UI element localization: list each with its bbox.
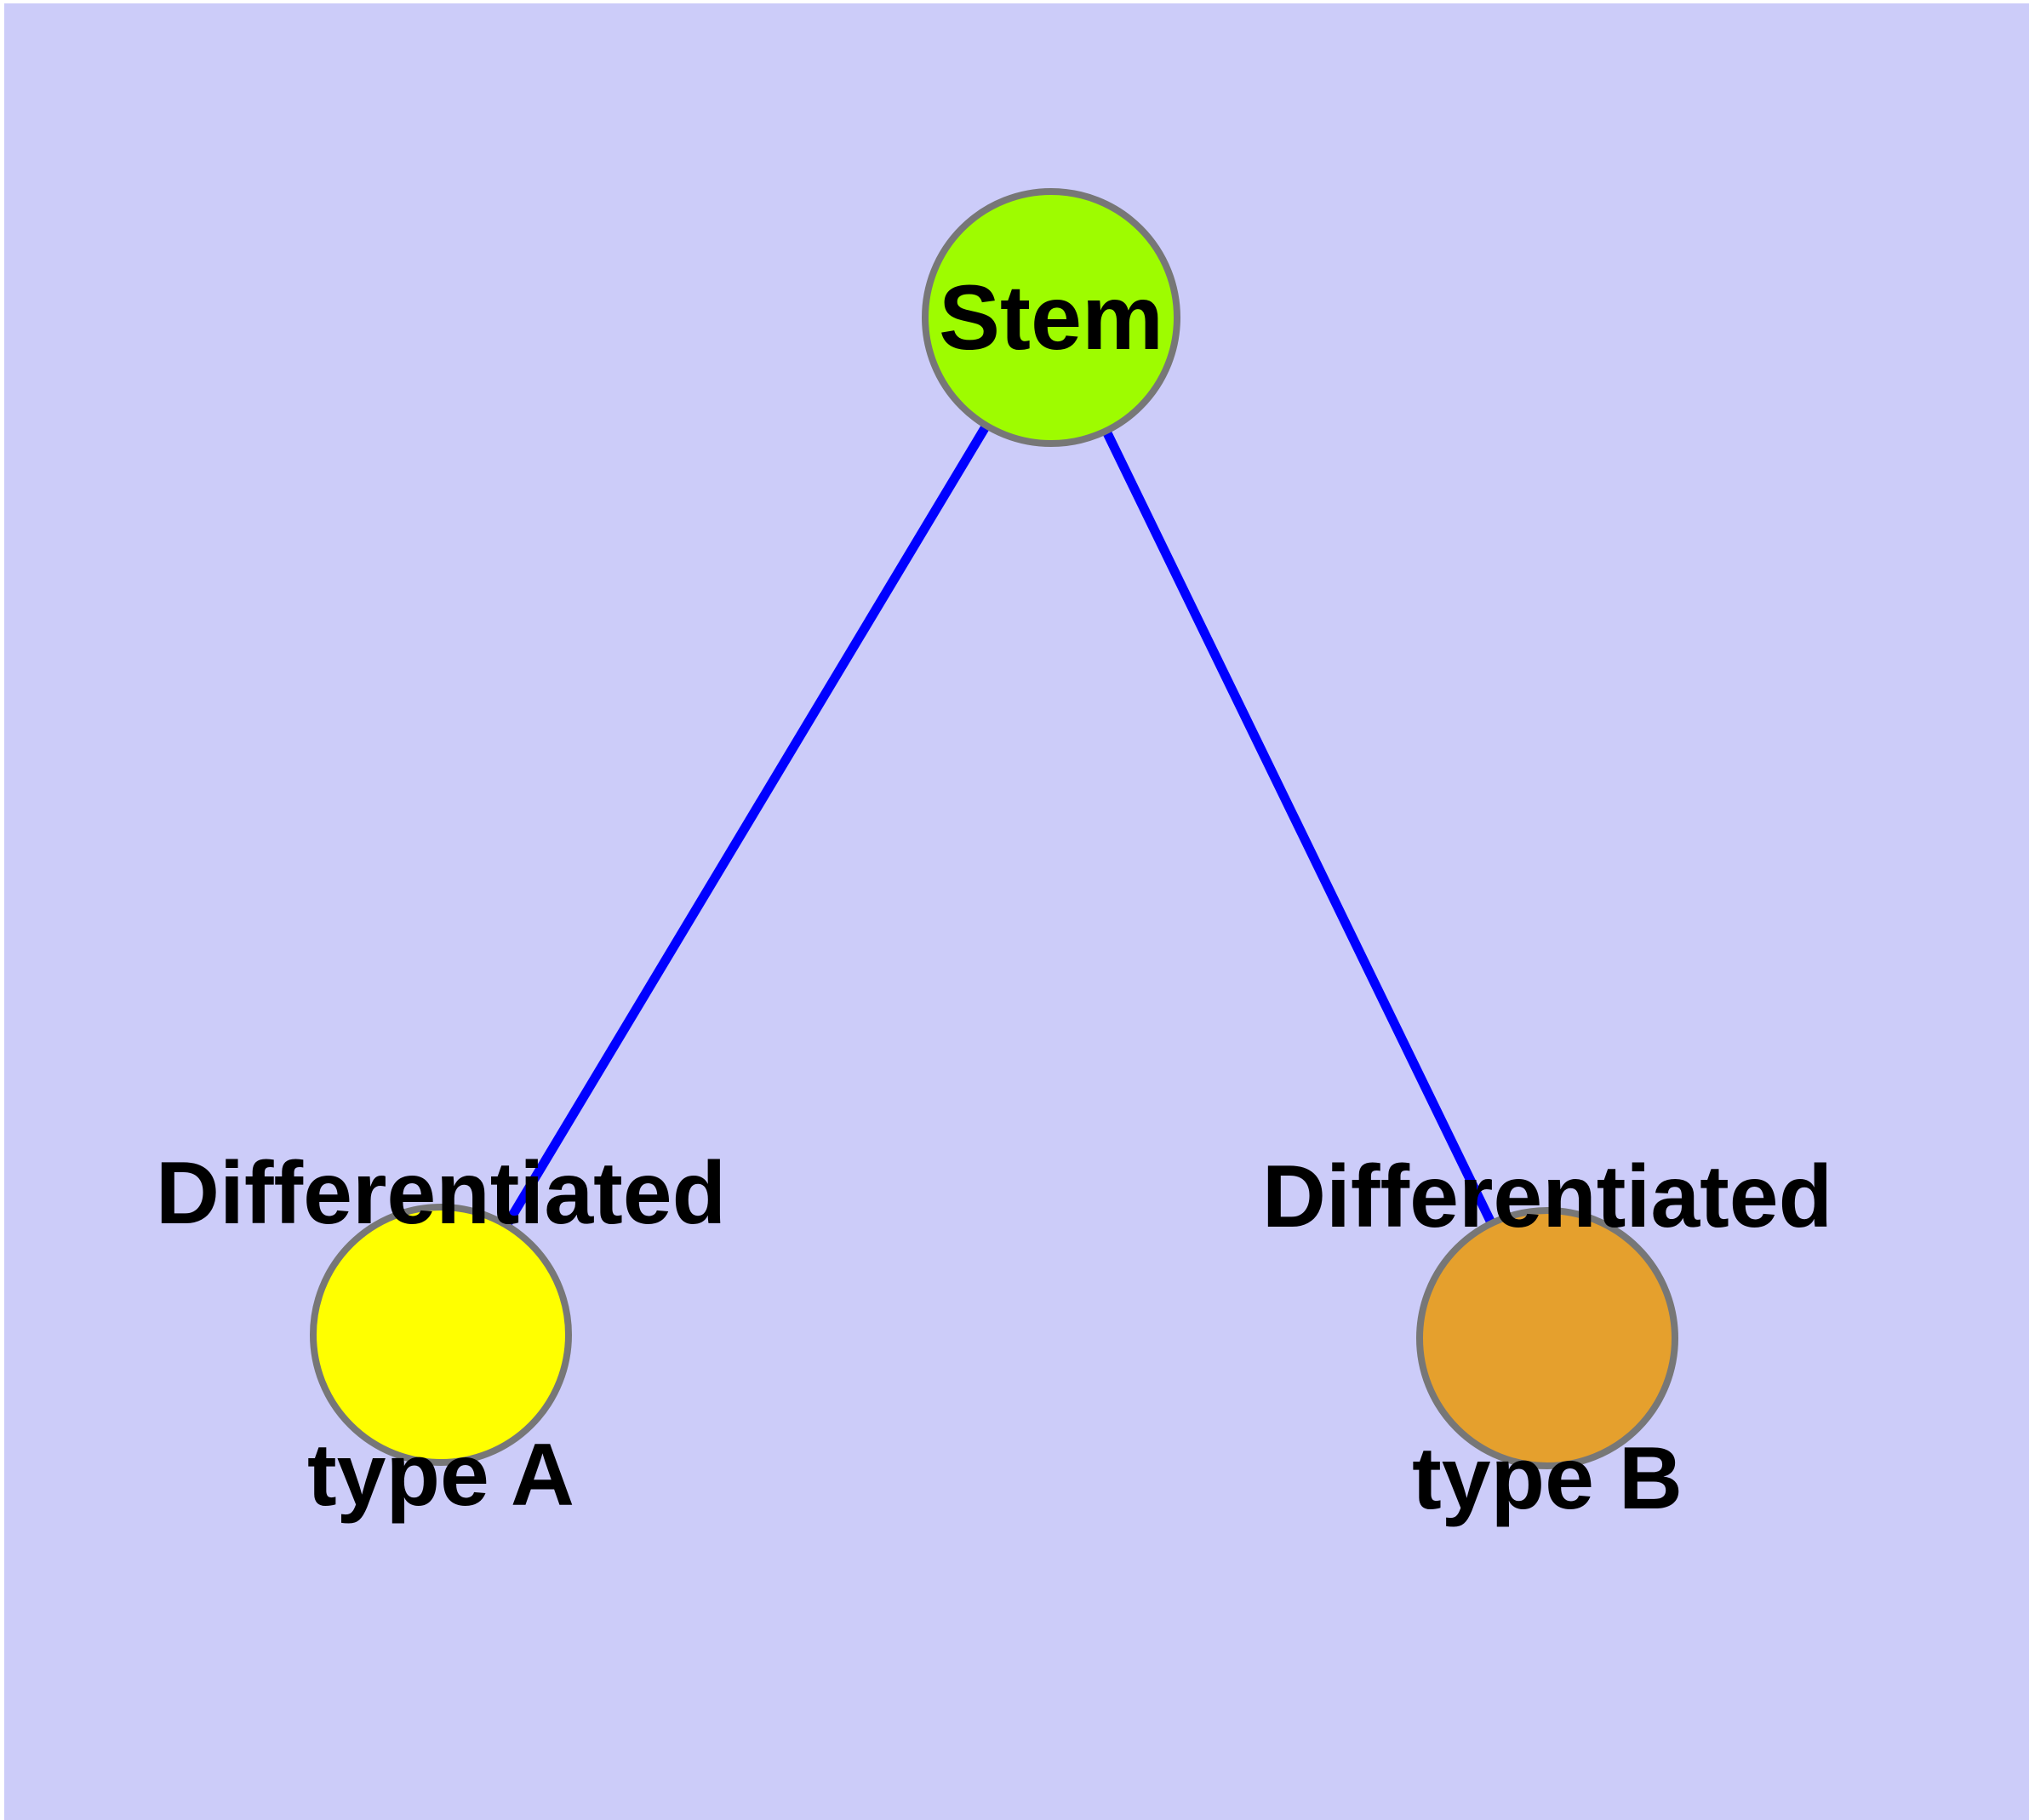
edge-stem-to-diff-a	[504, 425, 990, 1226]
node-stem[interactable]	[922, 188, 1180, 447]
node-group	[310, 188, 1678, 1469]
node-differentiated-type-b[interactable]	[1416, 1207, 1678, 1469]
node-differentiated-type-a[interactable]	[310, 1204, 572, 1466]
edge-stem-to-diff-b	[1103, 431, 1495, 1223]
edge-group	[504, 425, 1495, 1226]
